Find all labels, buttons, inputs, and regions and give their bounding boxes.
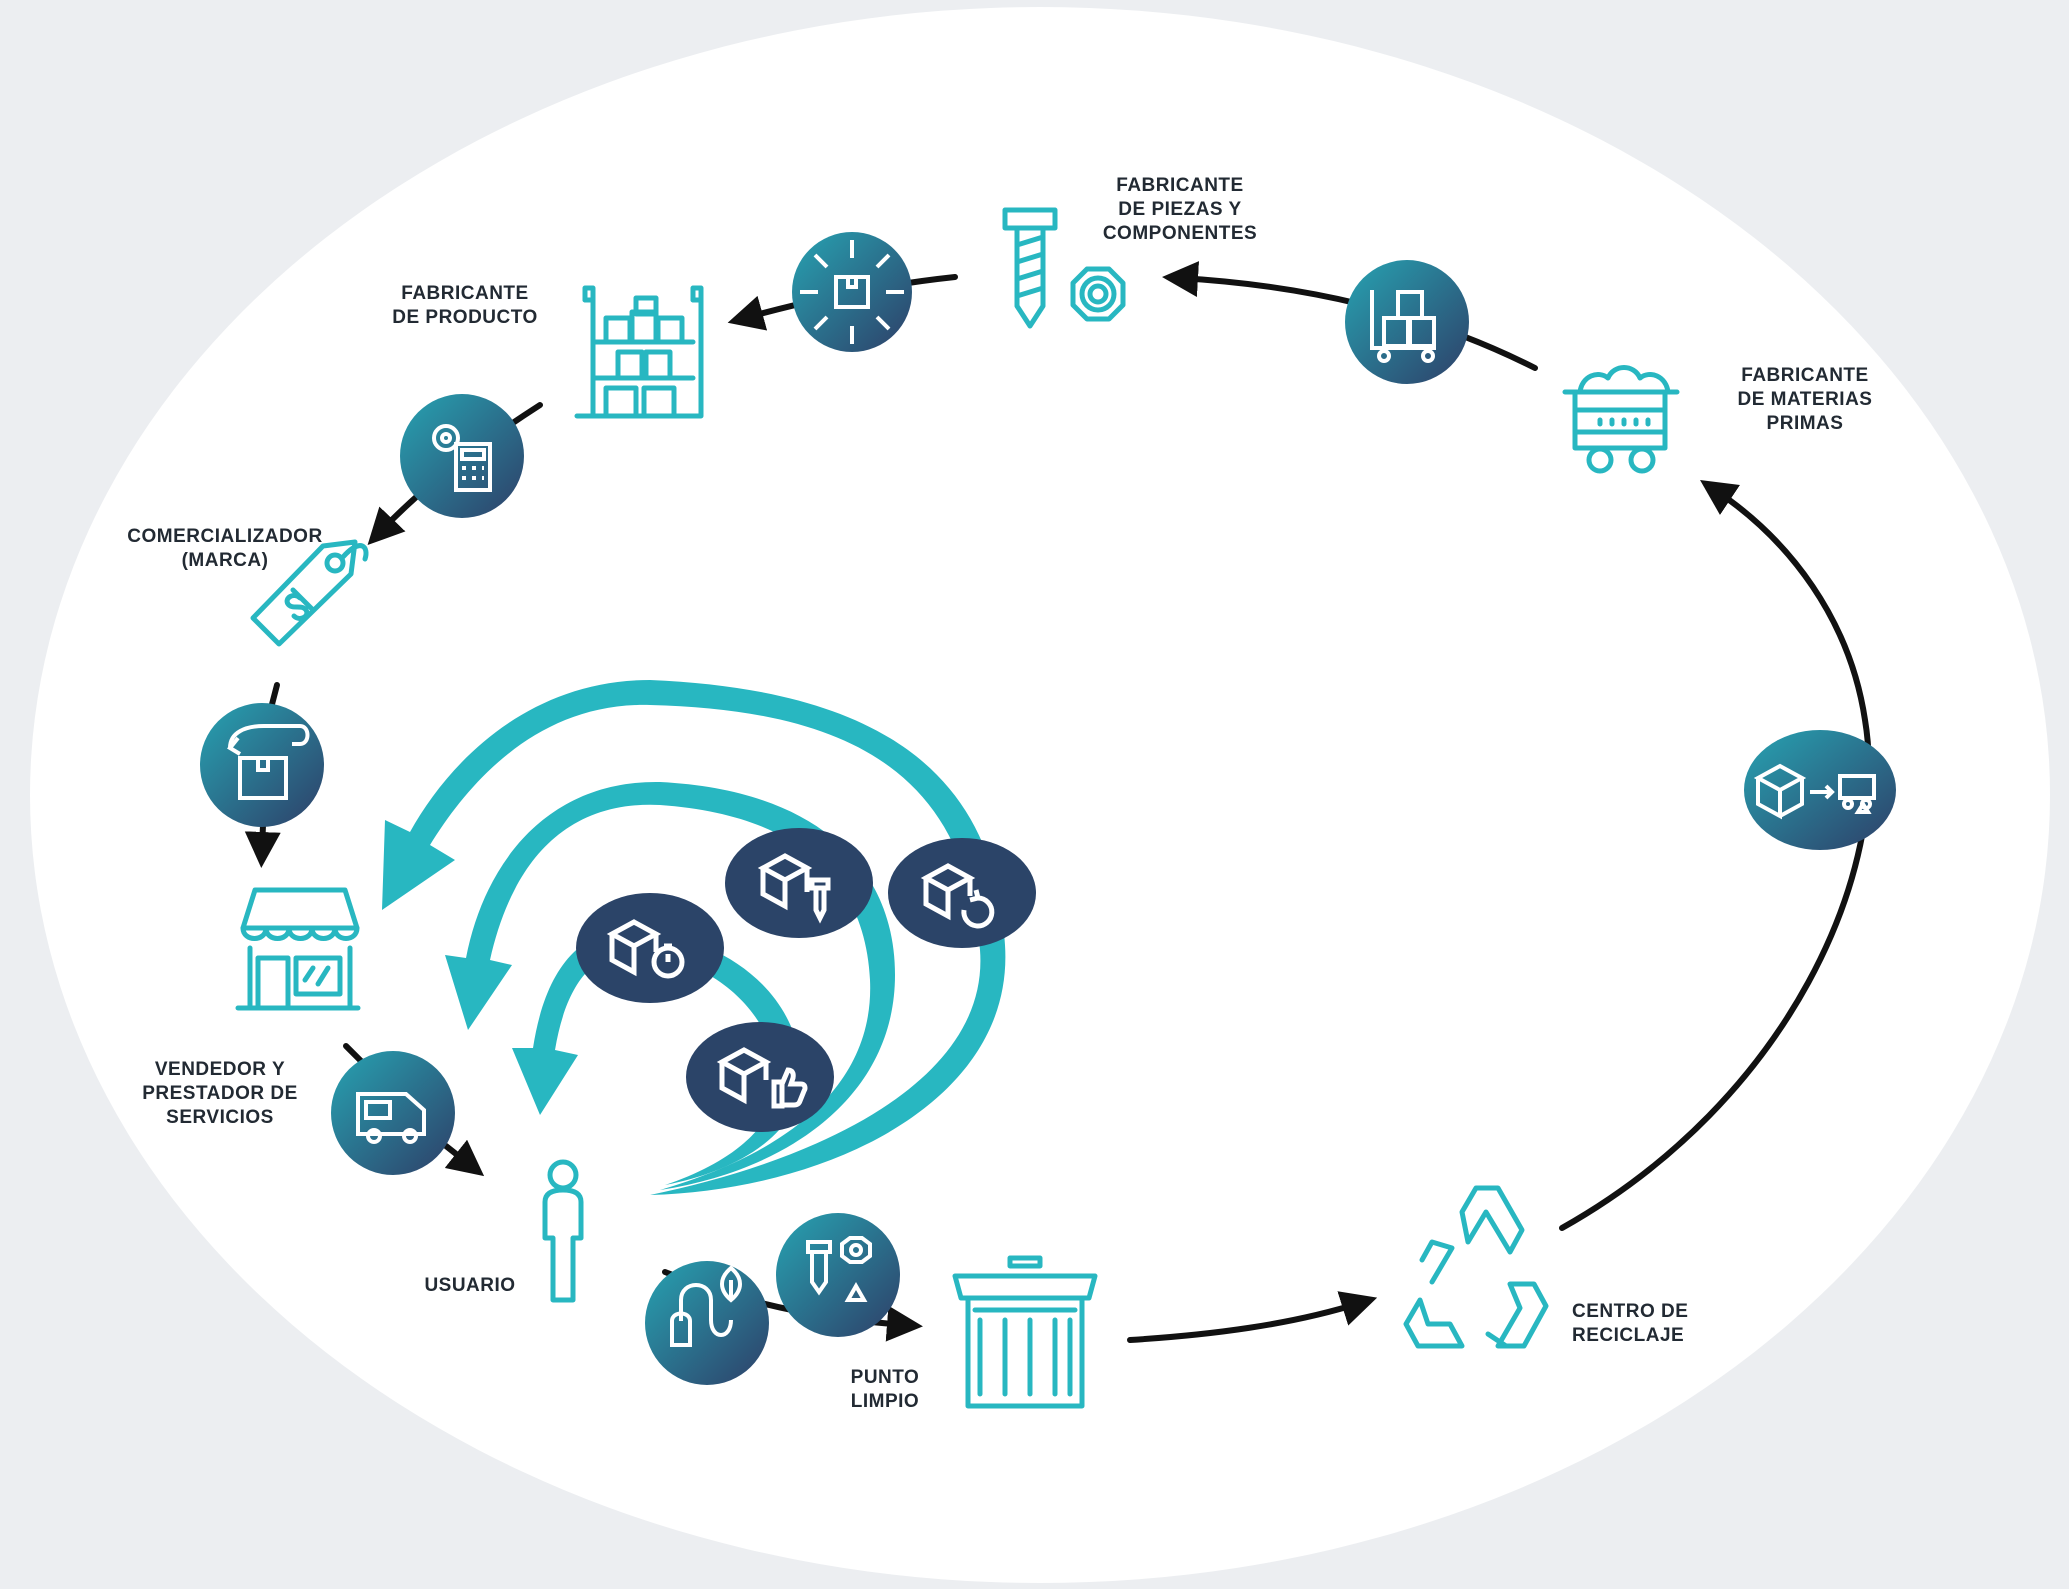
label-fabricante-producto: FABRICANTE DE PRODUCTO xyxy=(392,283,538,328)
badges xyxy=(200,232,1896,1385)
mine-cart-icon xyxy=(1562,365,1680,474)
design-calculator-badge xyxy=(400,394,524,518)
label-vendedor: VENDEDOR Y PRESTADOR DE SERVICIOS xyxy=(142,1059,298,1128)
arrow-van-to-user xyxy=(443,1139,485,1177)
assembly-badge xyxy=(792,232,912,352)
cycle-ellipse xyxy=(30,7,2050,1583)
maintenance-badge xyxy=(686,1022,834,1132)
label-centro-reciclaje: CENTRO DE RECICLAJE xyxy=(1572,1301,1689,1346)
label-usuario: USUARIO xyxy=(424,1275,516,1296)
screw-nut-icon xyxy=(1002,207,1126,329)
eco-plug-badge xyxy=(645,1261,769,1385)
label-fabricante-materias: FABRICANTE DE MATERIAS PRIMAS xyxy=(1737,365,1873,434)
remanufacture-badge xyxy=(888,838,1036,948)
parts-recycle-badge xyxy=(776,1213,900,1337)
label-punto-limpio: PUNTO LIMPIO xyxy=(850,1367,920,1412)
shop-storefront-icon xyxy=(235,887,361,1011)
reuse-badge xyxy=(576,893,724,1003)
node-icons xyxy=(235,207,1680,1409)
loop-inner-to-user xyxy=(512,929,803,1185)
person-icon xyxy=(542,1159,584,1303)
repair-badge xyxy=(725,828,873,938)
recycle-icon xyxy=(1403,1185,1549,1349)
label-fabricante-piezas: FABRICANTE DE PIEZAS Y COMPONENTES xyxy=(1102,175,1258,244)
arrow-bin-to-recycle xyxy=(1127,1291,1378,1343)
inner-loops xyxy=(382,680,1006,1195)
box-to-cart-badge xyxy=(1744,730,1896,850)
arrow-return-to-shop xyxy=(244,822,281,868)
price-tag-icon xyxy=(250,539,369,647)
warehouse-shelf-icon xyxy=(574,285,704,419)
delivery-van-badge xyxy=(331,1051,455,1175)
pallet-trolley-badge xyxy=(1345,260,1469,384)
loop-badges xyxy=(576,828,1036,1132)
label-comercializador: COMERCIALIZADOR (MARCA) xyxy=(127,526,323,571)
return-box-badge xyxy=(200,703,324,827)
trash-bin-icon xyxy=(952,1255,1098,1409)
